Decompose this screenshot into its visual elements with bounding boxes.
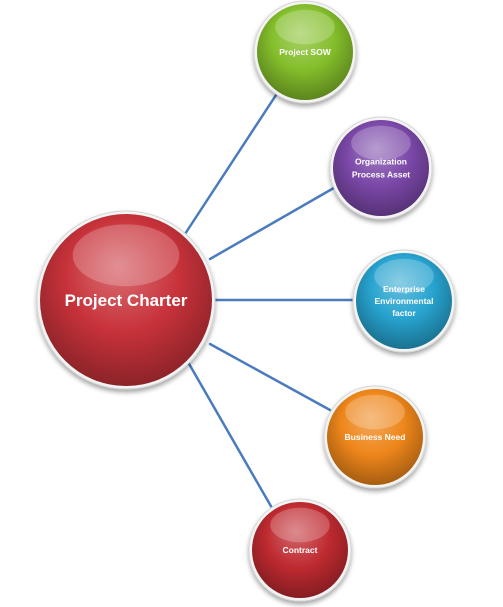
node-organization-process-asset-label-line: Organization <box>355 156 407 166</box>
center-node-project-charter: Project Charter <box>36 210 216 390</box>
connector-contract <box>186 360 274 510</box>
connector-project-sow <box>183 90 280 236</box>
center-node-project-charter-highlight <box>72 224 180 287</box>
node-contract-label: Contract <box>283 545 318 555</box>
node-organization-process-asset-highlight <box>351 125 411 161</box>
node-project-sow-label: Project SOW <box>279 47 331 57</box>
node-contract: Contract <box>248 498 352 602</box>
node-enterprise-environmental-factor-label-line: Enterprise <box>383 284 425 294</box>
node-contract-label-line: Contract <box>283 545 318 555</box>
node-business-need-circle <box>327 389 423 485</box>
node-business-need-label: Business Need <box>345 432 406 442</box>
node-project-sow-circle <box>257 4 353 100</box>
node-contract-highlight <box>270 507 330 543</box>
connector-organization-process-asset <box>208 183 341 261</box>
node-project-sow-label-line: Project SOW <box>279 47 331 57</box>
node-organization-process-asset-label-line: Process Asset <box>352 169 410 179</box>
center-node-project-charter-label-line: Project Charter <box>65 291 188 310</box>
node-project-sow-highlight <box>275 9 335 45</box>
node-enterprise-environmental-factor-label-line: Environmental <box>374 296 433 306</box>
node-contract-circle <box>252 502 348 598</box>
node-organization-process-asset-circle <box>333 120 429 216</box>
node-enterprise-environmental-factor-label-line: factor <box>392 308 416 318</box>
node-enterprise-environmental-factor-circle <box>356 253 452 349</box>
connector-business-need <box>208 342 332 412</box>
center-node-project-charter-label: Project Charter <box>65 291 188 310</box>
node-business-need-highlight <box>345 394 405 430</box>
node-project-sow: Project SOW <box>253 0 357 104</box>
node-business-need: Business Need <box>323 385 427 489</box>
center-node-project-charter-circle <box>40 214 212 386</box>
node-business-need-label-line: Business Need <box>345 432 406 442</box>
connectors <box>183 90 357 510</box>
node-enterprise-environmental-factor-highlight <box>374 258 434 294</box>
